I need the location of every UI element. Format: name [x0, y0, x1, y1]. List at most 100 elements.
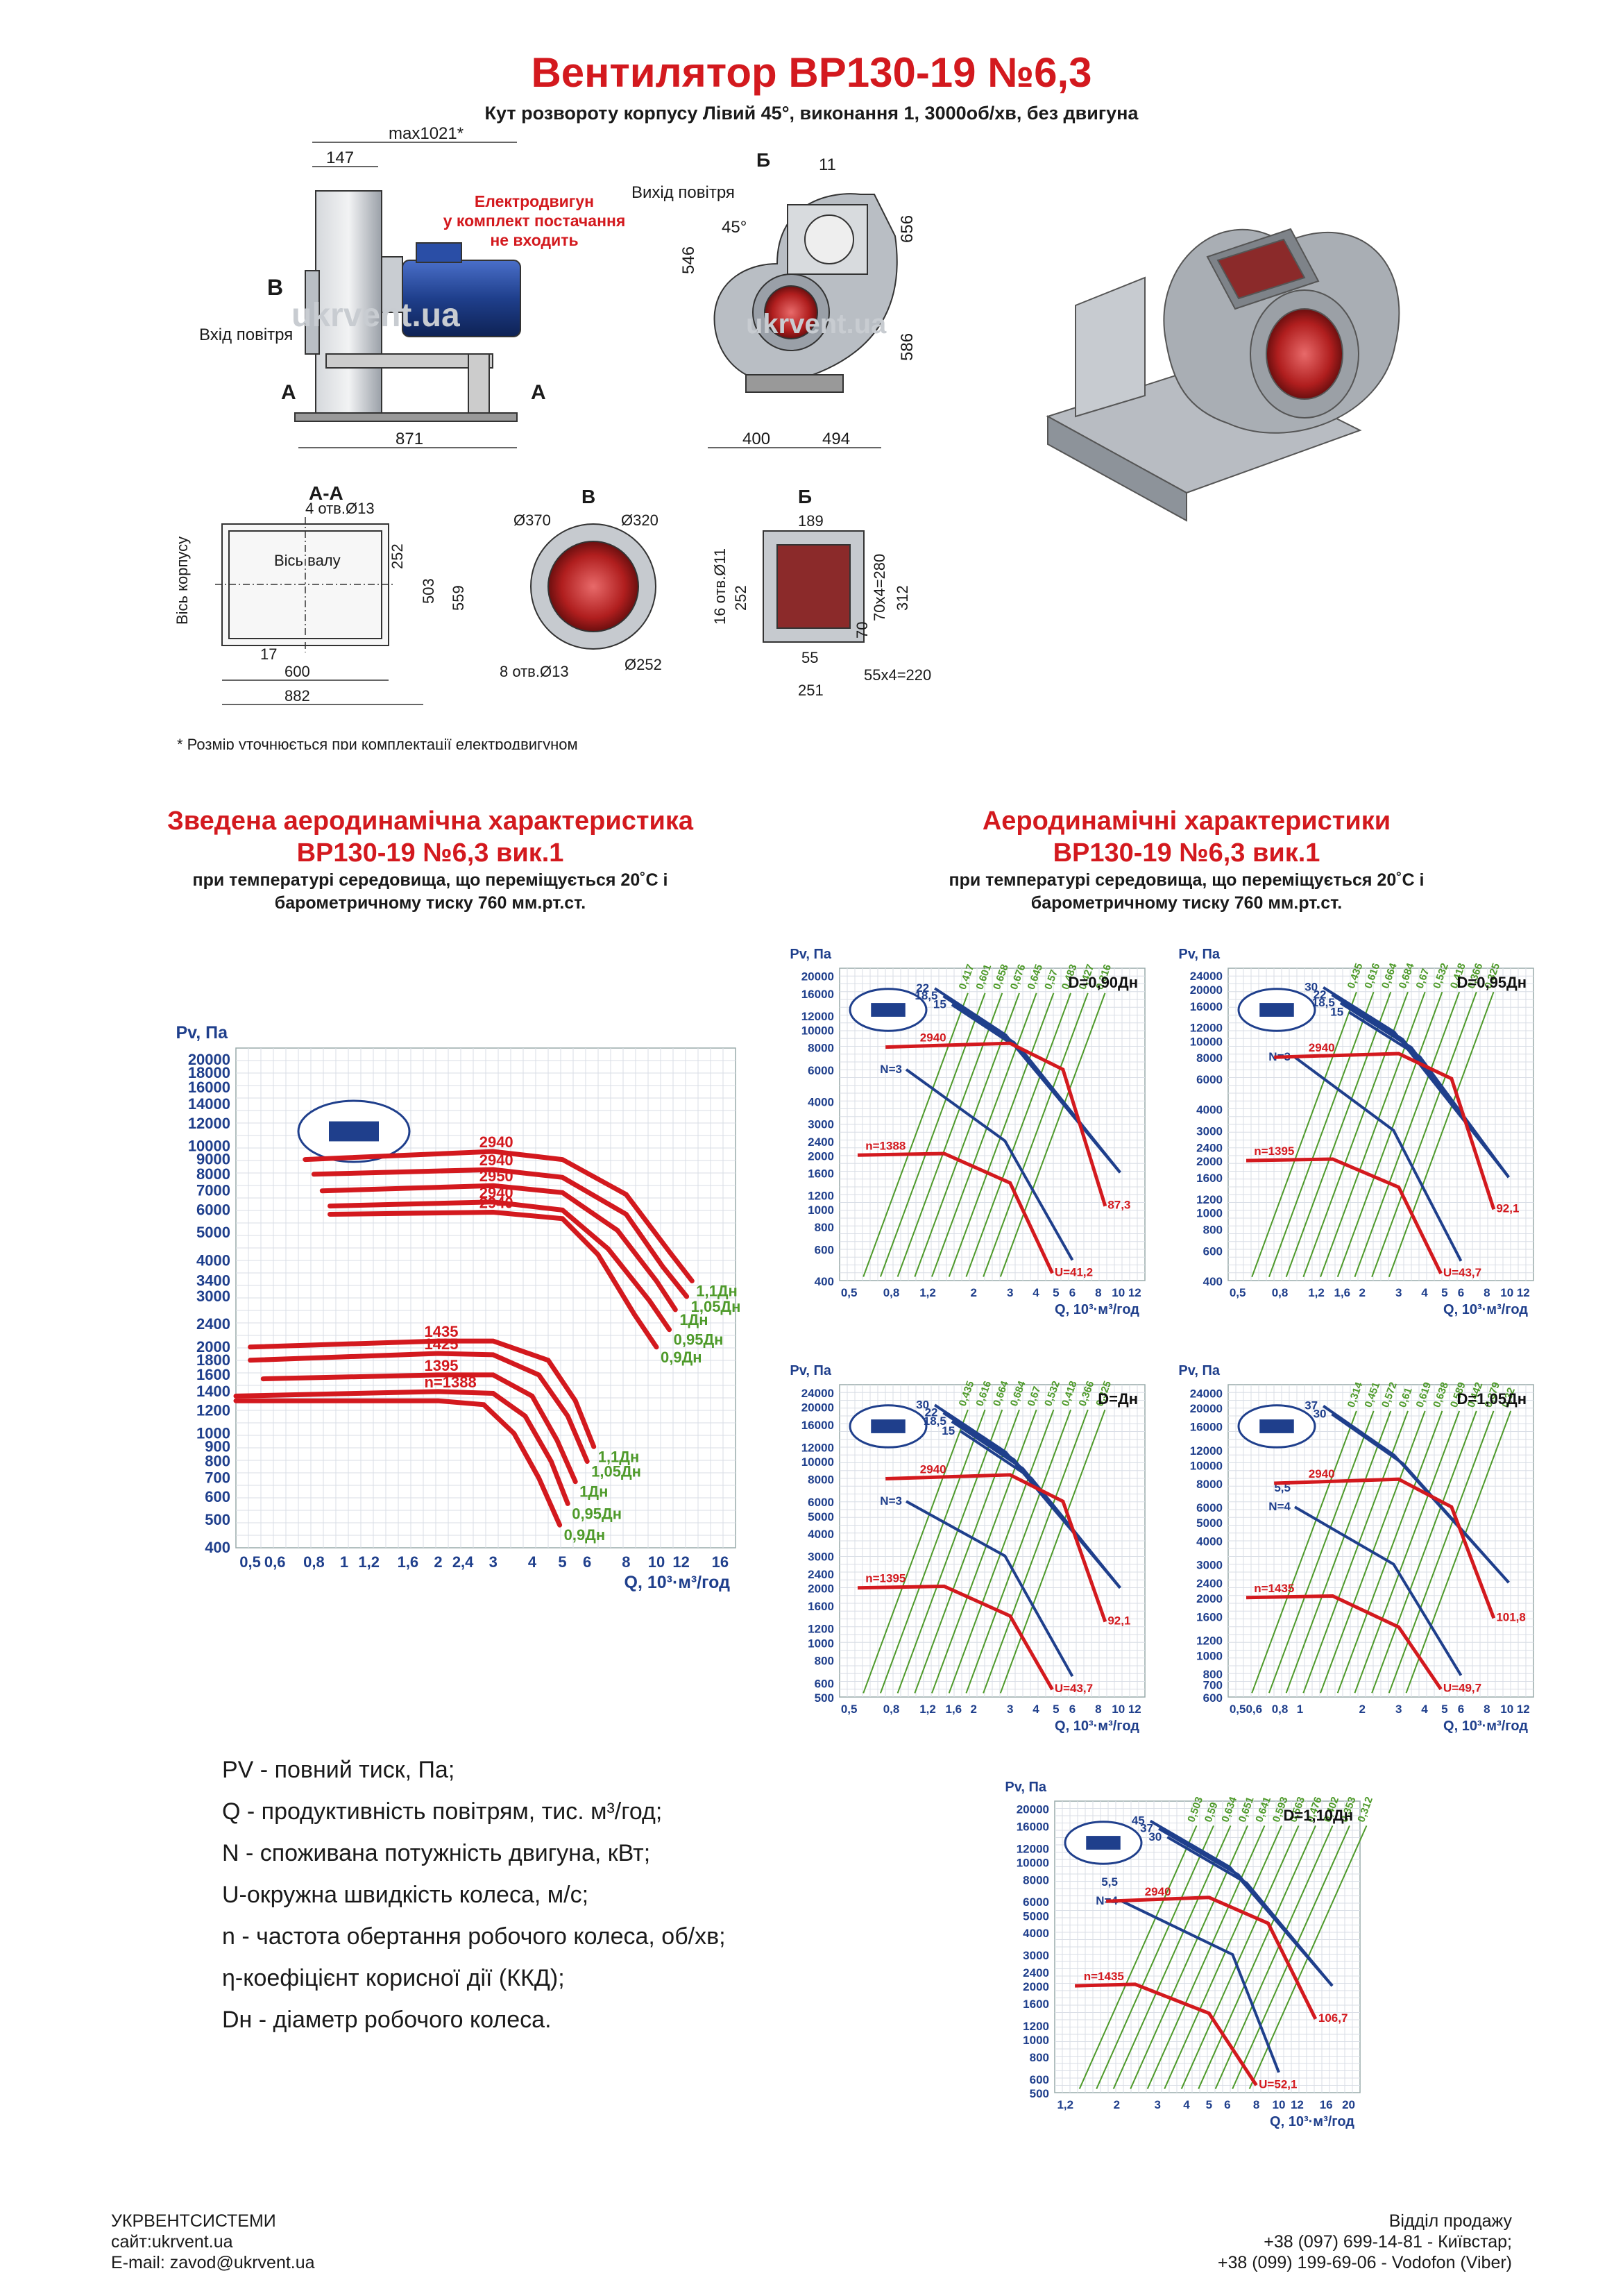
x-tick-label: 1,6: [945, 1703, 962, 1716]
efficiency-ray: [1336, 991, 1443, 1278]
y-tick-label: 1000: [1023, 2034, 1049, 2047]
x-tick-label: 2,4: [452, 1553, 474, 1571]
svg-text:Ø320: Ø320: [621, 512, 658, 529]
y-tick-label: 8000: [196, 1165, 230, 1183]
series-label: 1,1Дн: [598, 1448, 640, 1465]
series-line: [260, 1372, 578, 1485]
efficiency-ray: [1388, 1410, 1495, 1694]
y-tick-label: 800: [815, 1221, 834, 1234]
x-tick-label: 12: [1517, 1286, 1530, 1299]
power-label: 15: [933, 997, 946, 1011]
x-tick-label: 8: [1253, 2098, 1259, 2111]
svg-text:Ø252: Ø252: [624, 656, 662, 673]
x-tick-label: 1: [1297, 1703, 1303, 1716]
y-tick-label: 12000: [1190, 1444, 1223, 1458]
side-view-dims: max1021* 147 871 В Вхід повітря А А: [199, 125, 546, 448]
efficiency-ray: [1371, 991, 1477, 1278]
y-tick-label: 12000: [1017, 1842, 1049, 1855]
logo-fan-icon: [1259, 1419, 1294, 1433]
y-tick-label: 16000: [1017, 1820, 1049, 1833]
y-tick-label: 5000: [196, 1224, 230, 1241]
dim-400: 400: [742, 430, 770, 448]
chart-title: D=Дн: [1098, 1390, 1138, 1408]
svg-text:Вісь корпусу: Вісь корпусу: [173, 537, 191, 625]
x-tick-label: 1,2: [919, 1703, 936, 1716]
footer-phone-1[interactable]: +38 (097) 699-14-81 - Київстар;: [1264, 2232, 1512, 2252]
legend-pv: PV - повний тиск, Па;: [222, 1757, 455, 1783]
symbols-legend: PV - повний тиск, Па; Q - продуктивність…: [222, 1749, 847, 2041]
speed-low-label: n=1395: [865, 1572, 906, 1585]
y-tick-label: 4000: [808, 1528, 834, 1541]
svg-text:252: 252: [732, 585, 749, 611]
x-tick-label: 6: [1458, 1703, 1464, 1716]
y-tick-label: 2400: [196, 1315, 230, 1333]
efficiency-ray: [931, 1409, 1037, 1694]
efficiency-ray: [948, 1409, 1055, 1694]
chart-d100: 2400020000160001200010000800060005000400…: [790, 1363, 1146, 1734]
power-low-label: N=3: [880, 1063, 902, 1076]
y-tick-label: 16000: [188, 1079, 230, 1096]
x-tick-label: 12: [1291, 2098, 1304, 2111]
dim-max: max1021*: [389, 125, 464, 143]
speed-label: n=1388: [424, 1374, 476, 1391]
summary-title-2: ВР130-19 №6,3 вик.1: [296, 838, 564, 868]
aero-title-2: ВР130-19 №6,3 вик.1: [1053, 838, 1320, 868]
watermark-3d: ukrvent.ua: [1229, 475, 1336, 532]
y-tick-label: 3000: [1196, 1125, 1223, 1138]
x-tick-label: 0,6: [264, 1553, 286, 1571]
svg-text:503: 503: [420, 578, 437, 604]
x-tick-label: 6: [583, 1553, 591, 1571]
x-tick-label: 0,8: [883, 1703, 900, 1716]
efficiency-ray: [879, 993, 986, 1277]
chart-d095: 2400020000160001200010000800060004000300…: [1178, 947, 1534, 1317]
y-tick-label: 5000: [1023, 1909, 1049, 1923]
x-tick-label: 5: [1441, 1286, 1447, 1299]
y-tick-label: 800: [1030, 2051, 1049, 2064]
x-tick-label: 4: [1183, 2098, 1190, 2111]
logo-fan-icon: [1259, 1003, 1294, 1017]
efficiency-ray: [1354, 991, 1461, 1278]
y-tick-label: 1200: [196, 1402, 230, 1419]
series-label: 1Дн: [579, 1483, 608, 1501]
legend-n: N - споживана потужність двигуна, кВт;: [222, 1840, 651, 1866]
y-tick-label: 700: [1203, 1679, 1223, 1692]
section-aa: [215, 517, 423, 705]
x-tick-label: 8: [622, 1553, 630, 1571]
footer-site[interactable]: сайт:ukrvent.ua: [111, 2232, 233, 2252]
x-tick-label: 5: [1053, 1703, 1059, 1716]
y-tick-label: 1600: [808, 1167, 834, 1180]
y-tick-label: 6000: [1196, 1073, 1223, 1086]
series-label: 0,9Дн: [661, 1349, 702, 1366]
speed-label: 1435: [424, 1323, 458, 1340]
x-tick-label: 3: [1395, 1703, 1402, 1716]
y-tick-label: 20000: [188, 1051, 230, 1068]
power-label: 15: [1330, 1005, 1343, 1018]
speed-low-curve: [1246, 1594, 1443, 1691]
x-axis-label: Q, 10³·м³/год: [1443, 1302, 1528, 1317]
speed-high-label: 2940: [920, 1031, 946, 1045]
svg-text:189: 189: [798, 512, 824, 530]
efficiency-ray: [1180, 1825, 1300, 2089]
y-tick-label: 10000: [1190, 1035, 1223, 1048]
x-tick-label: 0,5: [841, 1286, 858, 1299]
summary-header: Зведена аеродинамічна характеристика ВР1…: [111, 805, 749, 915]
logo-badge: [297, 1099, 411, 1163]
power-curve-low: [1293, 1056, 1463, 1262]
legend-u: U-окружна швидкість колеса, м/с;: [222, 1882, 589, 1908]
grid: [236, 1048, 736, 1548]
footer-email[interactable]: E-mail: zavod@ukrvent.ua: [111, 2253, 315, 2272]
svg-text:70х4=280: 70х4=280: [871, 554, 888, 621]
aero-header: Аеродинамічні характеристики ВР130-19 №6…: [867, 805, 1506, 915]
y-tick-label: 4000: [808, 1095, 834, 1108]
y-tick-label: 600: [815, 1677, 834, 1690]
u-high-label: 87,3: [1107, 1199, 1130, 1212]
x-tick-label: 1,2: [358, 1553, 380, 1571]
y-tick-label: 400: [1203, 1275, 1223, 1288]
series-label: 0,9Дн: [564, 1526, 606, 1544]
y-tick-label: 2400: [1196, 1577, 1223, 1590]
footer-phone-2[interactable]: +38 (099) 199-69-06 - Vodofon (Viber): [1217, 2253, 1512, 2272]
speed-high-curve: [885, 1473, 1107, 1623]
efficiency-ray: [914, 993, 1020, 1277]
power-low-label: N=3: [880, 1494, 902, 1508]
y-tick-label: 6000: [808, 1064, 834, 1077]
